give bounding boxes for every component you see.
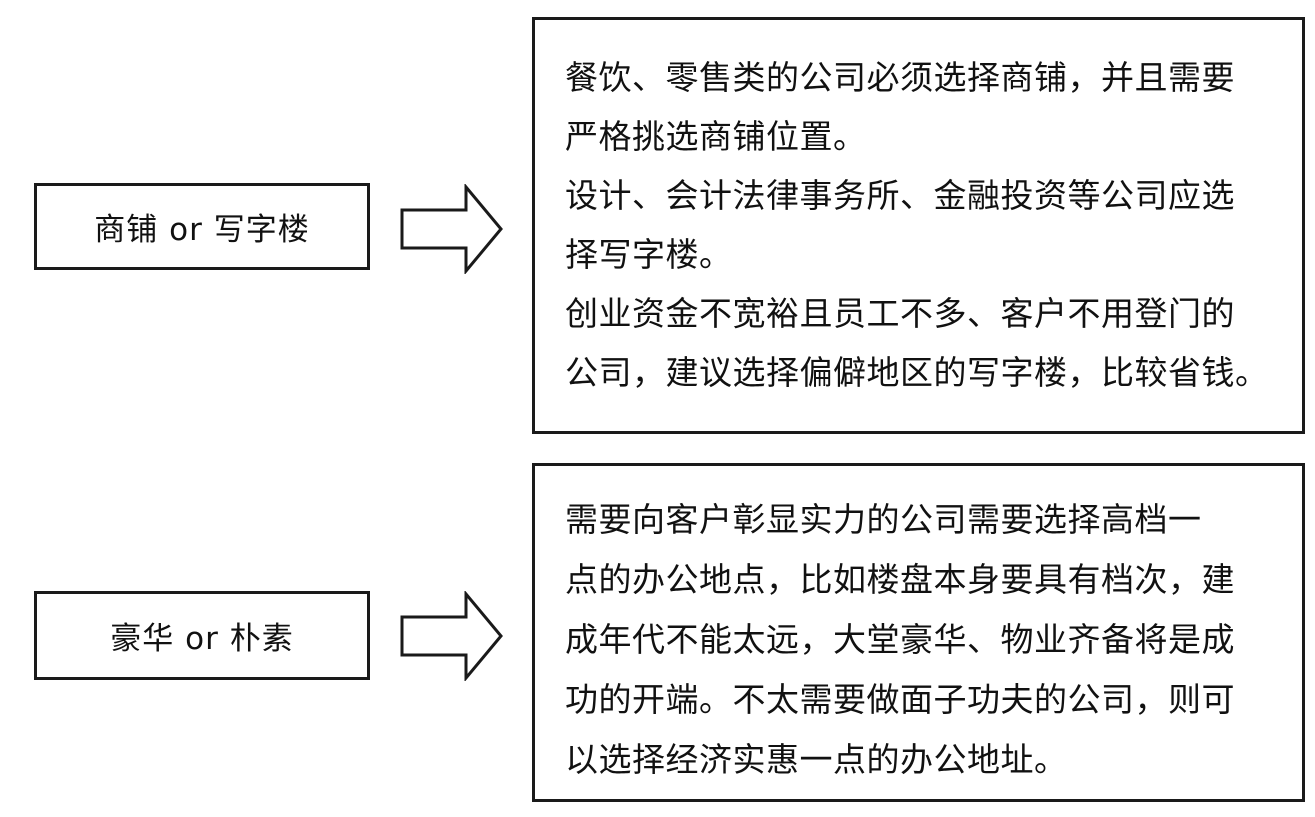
description-line: 以选择经济实惠一点的办公地址。 bbox=[565, 740, 1068, 779]
description-line: 点的办公地点，比如楼盘本身要具有档次，建 bbox=[565, 560, 1235, 599]
right-arrow-icon bbox=[400, 184, 503, 274]
description-box-shop-or-office: 餐饮、零售类的公司必须选择商铺，并且需要 严格挑选商铺位置。 设计、会计法律事务… bbox=[532, 17, 1305, 434]
label-text-luxury-or-plain: 豪华 or 朴素 bbox=[110, 621, 294, 657]
description-box-luxury-or-plain: 需要向客户彰显实力的公司需要选择高档一 点的办公地点，比如楼盘本身要具有档次，建… bbox=[532, 463, 1305, 802]
description-line: 设计、会计法律事务所、金融投资等公司应选 bbox=[565, 176, 1235, 215]
description-line: 需要向客户彰显实力的公司需要选择高档一 bbox=[565, 500, 1202, 539]
label-box-luxury-or-plain: 豪华 or 朴素 bbox=[34, 591, 370, 680]
description-line: 择写字楼。 bbox=[565, 235, 733, 274]
description-line: 功的开端。不太需要做面子功夫的公司，则可 bbox=[565, 680, 1235, 719]
description-line: 创业资金不宽裕且员工不多、客户不用登门的 bbox=[565, 294, 1235, 333]
description-line: 公司，建议选择偏僻地区的写字楼，比较省钱。 bbox=[565, 353, 1269, 392]
right-arrow-icon bbox=[400, 591, 503, 681]
label-box-shop-or-office: 商铺 or 写字楼 bbox=[34, 183, 370, 270]
label-text-shop-or-office: 商铺 or 写字楼 bbox=[94, 212, 310, 248]
description-line: 成年代不能太远，大堂豪华、物业齐备将是成 bbox=[565, 620, 1235, 659]
description-line: 餐饮、零售类的公司必须选择商铺，并且需要 bbox=[565, 58, 1235, 97]
description-line: 严格挑选商铺位置。 bbox=[565, 117, 867, 156]
